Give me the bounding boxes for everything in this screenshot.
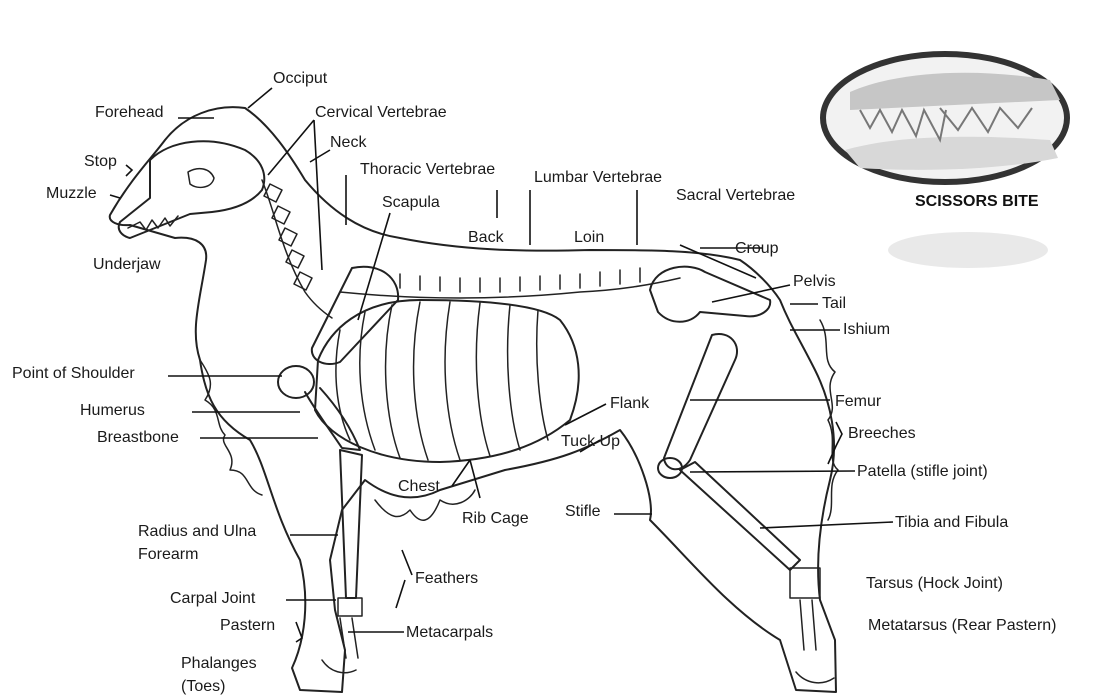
- label-point-of-shoulder: Point of Shoulder: [12, 365, 135, 383]
- label-carpal-joint: Carpal Joint: [170, 590, 255, 608]
- hind-leg-bones: [650, 267, 834, 683]
- label-croup: Croup: [735, 240, 779, 258]
- label-forearm: Forearm: [138, 546, 198, 564]
- label-sacral-vertebrae: Sacral Vertebrae: [676, 187, 795, 205]
- inset-caption: SCISSORS BITE: [915, 193, 1039, 211]
- label-loin: Loin: [574, 229, 604, 247]
- label-cervical-vertebrae: Cervical Vertebrae: [315, 104, 447, 122]
- label-forehead: Forehead: [95, 104, 164, 122]
- label-ishium: Ishium: [843, 321, 890, 339]
- label-radius-and-ulna: Radius and Ulna: [138, 523, 256, 541]
- label-flank: Flank: [610, 395, 649, 413]
- scissors-bite-inset: [823, 54, 1067, 182]
- label-thoracic-vertebrae: Thoracic Vertebrae: [360, 161, 495, 179]
- label-lumbar-vertebrae: Lumbar Vertebrae: [534, 169, 662, 187]
- label-phalanges: Phalanges: [181, 655, 257, 673]
- label-scapula: Scapula: [382, 194, 440, 212]
- label-toes: (Toes): [181, 678, 225, 696]
- label-back: Back: [468, 229, 504, 247]
- label-patella: Patella (stifle joint): [857, 463, 988, 481]
- label-stifle: Stifle: [565, 503, 601, 521]
- label-pelvis: Pelvis: [793, 273, 836, 291]
- label-humerus: Humerus: [80, 402, 145, 420]
- label-chest: Chest: [398, 478, 440, 496]
- label-muzzle: Muzzle: [46, 185, 97, 203]
- label-neck: Neck: [330, 134, 366, 152]
- label-pastern: Pastern: [220, 617, 275, 635]
- label-tarsus: Tarsus (Hock Joint): [866, 575, 1003, 593]
- label-metacarpals: Metacarpals: [406, 624, 493, 642]
- label-metatarsus: Metatarsus (Rear Pastern): [868, 617, 1057, 635]
- label-rib-cage: Rib Cage: [462, 510, 529, 528]
- spine: [340, 268, 680, 298]
- blurred-inset-shadow: [888, 232, 1048, 268]
- label-tuck-up: Tuck Up: [561, 433, 620, 451]
- leader-lines: [110, 88, 893, 642]
- label-underjaw: Underjaw: [93, 256, 161, 274]
- label-stop: Stop: [84, 153, 117, 171]
- label-breeches: Breeches: [848, 425, 916, 443]
- label-femur: Femur: [835, 393, 881, 411]
- skull: [119, 141, 265, 238]
- label-tibia-and-fibula: Tibia and Fibula: [895, 514, 1008, 532]
- label-breastbone: Breastbone: [97, 429, 179, 447]
- label-occiput: Occiput: [273, 70, 327, 88]
- label-feathers: Feathers: [415, 570, 478, 588]
- label-tail: Tail: [822, 295, 846, 313]
